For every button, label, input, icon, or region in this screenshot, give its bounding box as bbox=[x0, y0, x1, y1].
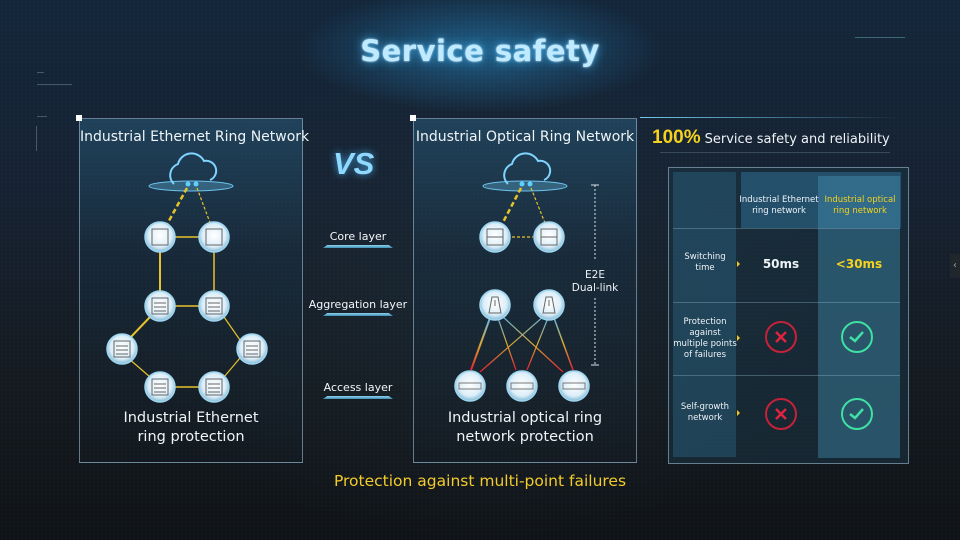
ethernet-panel-title: Industrial Ethernet Ring Network bbox=[80, 129, 310, 145]
row-label-line: multiple points bbox=[673, 339, 737, 349]
row-label-line: of failures bbox=[683, 350, 727, 360]
row-divider bbox=[673, 302, 900, 303]
e2e-label-line2: Dual-link bbox=[571, 282, 619, 294]
row-label-line: Switching bbox=[684, 252, 726, 262]
check-icon bbox=[841, 398, 873, 430]
layer-underline bbox=[323, 313, 393, 316]
layer-access-text: Access layer bbox=[323, 381, 393, 394]
row-label-line: network bbox=[687, 413, 723, 423]
row-label-line: Self-growth bbox=[680, 402, 730, 412]
check-icon bbox=[841, 321, 873, 353]
row-label-multipoint-protection: Protection against multiple points of fa… bbox=[673, 317, 737, 361]
ethernet-ring-panel: Industrial Ethernet Ring Network Industr… bbox=[76, 115, 310, 463]
optical-panel-title: Industrial Optical Ring Network bbox=[415, 129, 635, 145]
row-label-line: time bbox=[695, 263, 715, 273]
decor-line bbox=[855, 37, 905, 38]
panel-corner-marker bbox=[76, 115, 82, 121]
row-label-line: Protection bbox=[683, 317, 727, 327]
layer-label-core: Core layer bbox=[303, 230, 413, 248]
table-label-column bbox=[673, 172, 736, 457]
row-label-line: against bbox=[689, 328, 721, 338]
row-label-switching-time: Switching time bbox=[673, 252, 737, 274]
header-ethernet-line2: ring network bbox=[752, 206, 806, 216]
decor-line bbox=[37, 84, 72, 85]
header-optical-line2: ring network bbox=[833, 206, 887, 216]
layer-label-access: Access layer bbox=[303, 381, 413, 399]
layer-core-text: Core layer bbox=[329, 230, 387, 243]
header-optical-line1: Industrial optical bbox=[824, 195, 896, 205]
page-title: Service safety bbox=[360, 34, 600, 68]
table-header-band bbox=[741, 172, 901, 228]
cross-icon bbox=[765, 321, 797, 353]
e2e-label: E2E Dual-link bbox=[571, 269, 619, 295]
ethernet-caption: Industrial Ethernet ring protection bbox=[80, 409, 302, 447]
decor-line bbox=[36, 126, 37, 151]
decor-line bbox=[37, 72, 44, 73]
layer-aggregation-text: Aggregation layer bbox=[308, 298, 408, 311]
optical-switching-time: <30ms bbox=[835, 257, 883, 271]
layer-underline bbox=[323, 245, 393, 248]
row-pointer-icon bbox=[737, 410, 740, 416]
decor-line bbox=[37, 116, 47, 117]
row-divider bbox=[673, 375, 900, 376]
optical-caption-line2: network protection bbox=[456, 429, 594, 445]
reliability-tagline: 100%Service safety and reliability bbox=[652, 127, 890, 149]
row-label-self-growth: Self-growth network bbox=[673, 402, 737, 424]
row-divider bbox=[673, 228, 900, 229]
panel-corner-marker bbox=[410, 115, 416, 121]
decor-line bbox=[660, 152, 890, 153]
layer-underline bbox=[323, 396, 393, 399]
optical-caption: Industrial optical ring network protecti… bbox=[414, 409, 636, 447]
header-ethernet: Industrial Ethernet ring network bbox=[737, 195, 821, 217]
row-pointer-icon bbox=[737, 335, 740, 341]
reliability-percent: 100% bbox=[652, 127, 701, 148]
reliability-text: Service safety and reliability bbox=[704, 132, 890, 147]
ethernet-caption-line2: ring protection bbox=[137, 429, 245, 445]
decor-line bbox=[640, 117, 900, 118]
layer-label-aggregation: Aggregation layer bbox=[303, 298, 413, 316]
chevron-left-icon[interactable]: ‹ bbox=[950, 254, 960, 278]
row-pointer-icon bbox=[737, 261, 740, 267]
header-ethernet-line1: Industrial Ethernet bbox=[739, 195, 819, 205]
ethernet-caption-line1: Industrial Ethernet bbox=[123, 410, 259, 426]
header-optical: Industrial optical ring network bbox=[818, 195, 902, 217]
e2e-label-line1: E2E bbox=[585, 269, 605, 281]
cross-icon bbox=[765, 398, 797, 430]
vs-label: VS bbox=[333, 146, 375, 181]
ethernet-switching-time: 50ms bbox=[762, 257, 800, 271]
optical-caption-line1: Industrial optical ring bbox=[447, 410, 603, 426]
comparison-table: Industrial Ethernet ring network Industr… bbox=[668, 167, 909, 464]
bottom-summary: Protection against multi-point failures bbox=[333, 472, 627, 490]
